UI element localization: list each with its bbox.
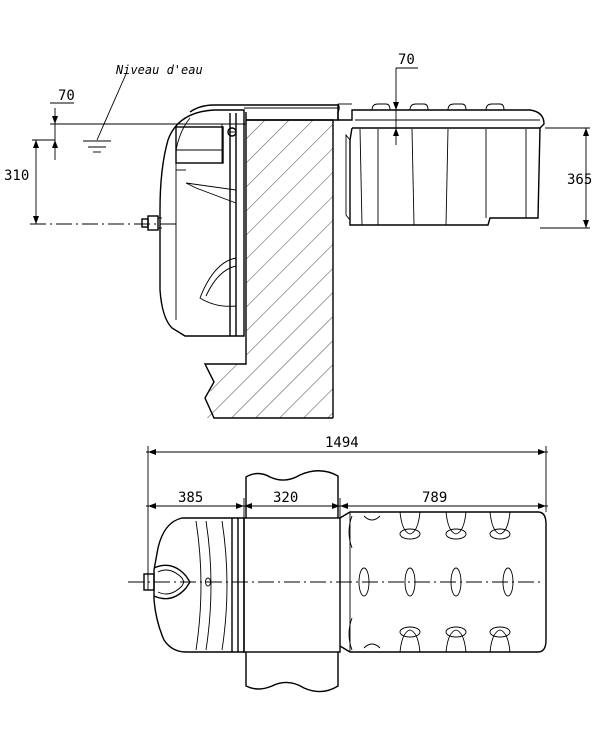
pool-wall-section	[203, 119, 334, 419]
side-view: Niveau d'eau	[4, 52, 592, 419]
dim-basket: 789	[422, 490, 447, 506]
dimension-right: 70 365	[393, 52, 592, 229]
basket-plan	[339, 511, 547, 653]
dim-left-top: 70	[58, 88, 75, 104]
water-level-label: Niveau d'eau	[115, 63, 203, 77]
skimmer-plan	[143, 517, 245, 653]
dim-right-height: 365	[567, 172, 592, 188]
basket-side	[337, 103, 545, 226]
dim-total: 1494	[325, 435, 359, 451]
dim-left-height: 310	[4, 168, 29, 184]
dimension-left: 70 310	[4, 88, 75, 224]
dimension-plan: 1494 385 320 789	[146, 435, 548, 578]
water-level-leader	[96, 73, 127, 141]
skimmer-body-side	[141, 109, 245, 337]
skimmer-lid	[189, 104, 339, 121]
dim-right-top: 70	[398, 52, 415, 68]
dim-skimmer: 385	[178, 490, 203, 506]
water-level-symbol	[83, 140, 111, 153]
dim-wall: 320	[273, 490, 298, 506]
top-view: 1494 385 320 789	[128, 435, 548, 693]
